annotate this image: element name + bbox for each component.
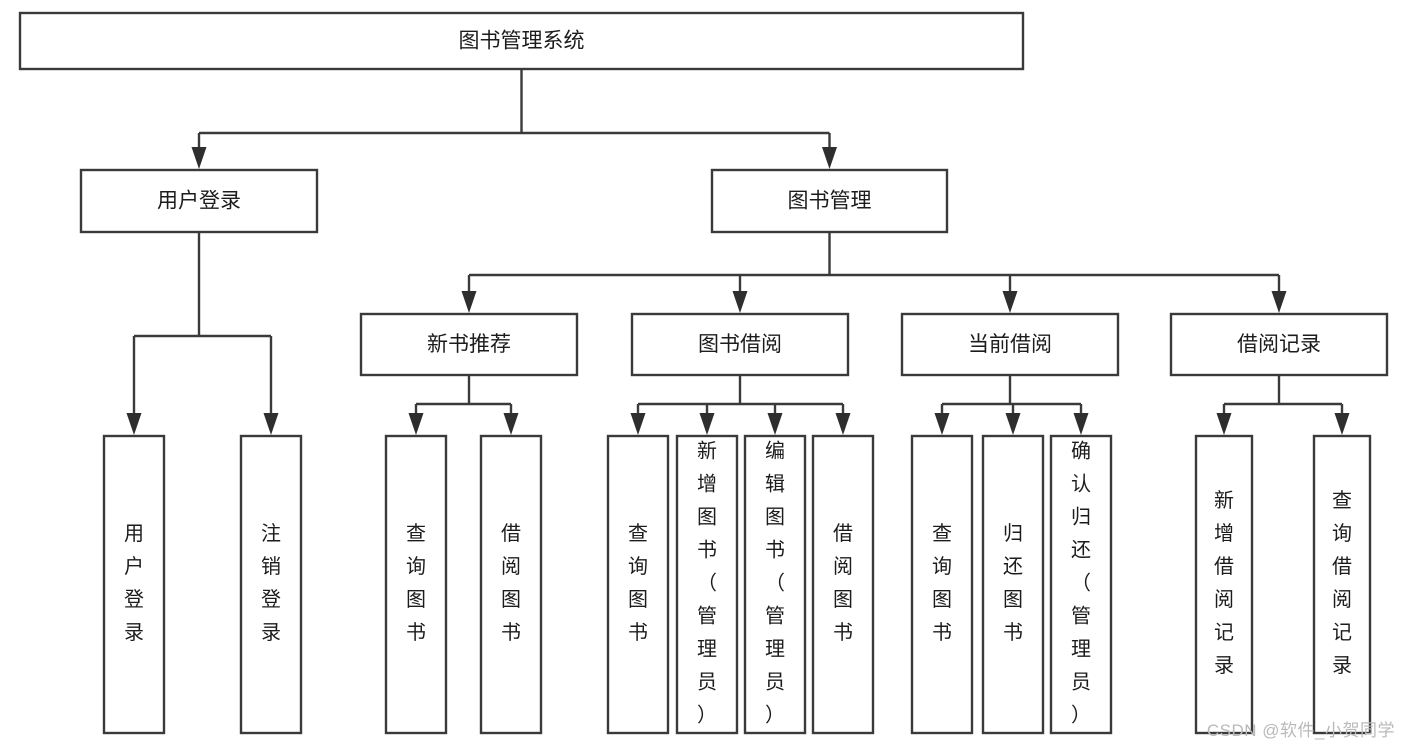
node-book-manage[interactable]: 图书管理 xyxy=(710,168,949,234)
node-current-borrow[interactable]: 当前借阅 xyxy=(900,312,1120,377)
arrow-head-leaf-rec-borrow xyxy=(503,413,519,435)
node-label-current-borrow: 当前借阅 xyxy=(968,333,1052,356)
node-borrow-record[interactable]: 借阅记录 xyxy=(1169,312,1389,377)
node-label-new-book-rec: 新书推荐 xyxy=(427,333,511,356)
connector-book-manage xyxy=(461,232,1287,313)
arrow-head-leaf-bb-edit xyxy=(767,413,783,435)
node-box-leaf-bb-add[interactable] xyxy=(675,434,739,735)
node-leaf-cb-query[interactable]: 查询图书 xyxy=(910,434,974,735)
node-box-leaf-logout[interactable] xyxy=(239,434,303,735)
node-label-leaf-cb-query: 查询图书 xyxy=(932,522,952,644)
node-leaf-rec-query[interactable]: 查询图书 xyxy=(384,434,448,735)
node-label-leaf-cb-return: 归还图书 xyxy=(1003,522,1023,644)
connector-borrow-record xyxy=(1216,375,1350,435)
node-label-leaf-rec-query: 查询图书 xyxy=(406,522,426,644)
node-label-leaf-user-login: 用户登录 xyxy=(124,523,144,644)
arrow-head-leaf-bb-query xyxy=(630,413,646,435)
node-leaf-br-add[interactable]: 新增借阅记录 xyxy=(1194,434,1254,735)
node-layer: 图书管理系统用户登录图书管理新书推荐图书借阅当前借阅借阅记录用户登录注销登录查询… xyxy=(18,11,1389,735)
arrow-head-book-manage xyxy=(822,147,837,169)
node-label-root: 图书管理系统 xyxy=(459,30,585,53)
node-box-book-borrow[interactable] xyxy=(630,312,850,377)
arrow-head-leaf-br-query xyxy=(1334,413,1350,435)
node-leaf-bb-edit[interactable]: 编辑图书（管理员） xyxy=(743,434,807,735)
node-label-borrow-record: 借阅记录 xyxy=(1237,333,1321,356)
arrow-head-leaf-rec-query xyxy=(408,413,424,435)
node-user-login[interactable]: 用户登录 xyxy=(79,168,319,234)
connector-new-book-rec xyxy=(408,375,519,435)
node-new-book-rec[interactable]: 新书推荐 xyxy=(359,312,579,377)
node-box-book-manage[interactable] xyxy=(710,168,949,234)
arrow-head-leaf-bb-add xyxy=(699,413,715,435)
node-leaf-user-login[interactable]: 用户登录 xyxy=(102,434,166,735)
node-label-leaf-bb-query: 查询图书 xyxy=(628,522,648,644)
connector-current-borrow xyxy=(934,375,1089,435)
connector-book-borrow xyxy=(630,375,851,435)
node-label-leaf-bb-edit: 编辑图书（管理员） xyxy=(765,440,785,727)
node-box-leaf-bb-query[interactable] xyxy=(606,434,670,735)
node-label-leaf-cb-confirm: 确认归还（管理员） xyxy=(1071,440,1091,727)
node-leaf-bb-query[interactable]: 查询图书 xyxy=(606,434,670,735)
node-label-leaf-br-query: 查询借阅记录 xyxy=(1332,489,1352,677)
node-root[interactable]: 图书管理系统 xyxy=(18,11,1025,71)
arrow-head-borrow-record xyxy=(1271,291,1287,313)
node-box-leaf-bb-edit[interactable] xyxy=(743,434,807,735)
node-leaf-cb-return[interactable]: 归还图书 xyxy=(981,434,1045,735)
node-leaf-br-query[interactable]: 查询借阅记录 xyxy=(1312,434,1372,735)
node-label-leaf-bb-borrow: 借阅图书 xyxy=(833,522,853,644)
arrow-head-leaf-bb-borrow xyxy=(835,413,851,435)
arrow-head-leaf-cb-confirm xyxy=(1073,413,1089,435)
arrow-head-leaf-cb-query xyxy=(934,413,950,435)
arrow-head-leaf-cb-return xyxy=(1005,413,1021,435)
node-leaf-cb-confirm[interactable]: 确认归还（管理员） xyxy=(1049,434,1113,735)
node-box-user-login[interactable] xyxy=(79,168,319,234)
node-box-leaf-rec-query[interactable] xyxy=(384,434,448,735)
node-label-book-manage: 图书管理 xyxy=(788,190,872,213)
connector-user-login xyxy=(126,232,279,435)
arrow-head-leaf-logout xyxy=(263,413,279,435)
node-box-leaf-cb-return[interactable] xyxy=(981,434,1045,735)
node-box-leaf-cb-query[interactable] xyxy=(910,434,974,735)
node-label-leaf-logout: 注销登录 xyxy=(261,522,281,644)
node-label-leaf-rec-borrow: 借阅图书 xyxy=(501,522,521,644)
node-box-leaf-user-login[interactable] xyxy=(102,434,166,735)
node-box-root[interactable] xyxy=(18,11,1025,71)
node-box-leaf-bb-borrow[interactable] xyxy=(811,434,875,735)
node-leaf-bb-borrow[interactable]: 借阅图书 xyxy=(811,434,875,735)
node-box-leaf-rec-borrow[interactable] xyxy=(479,434,543,735)
connector-root xyxy=(191,69,837,169)
node-leaf-logout[interactable]: 注销登录 xyxy=(239,434,303,735)
arrow-head-user-login xyxy=(191,147,207,169)
node-label-leaf-br-add: 新增借阅记录 xyxy=(1214,489,1234,677)
node-label-user-login: 用户登录 xyxy=(157,190,241,213)
arrow-head-leaf-user-login xyxy=(126,413,142,435)
arrow-head-new-book-rec xyxy=(461,291,477,313)
connector-layer xyxy=(126,69,1350,435)
node-leaf-bb-add[interactable]: 新增图书（管理员） xyxy=(675,434,739,735)
node-box-leaf-br-add[interactable] xyxy=(1194,434,1254,735)
node-box-leaf-cb-confirm[interactable] xyxy=(1049,434,1113,735)
node-box-leaf-br-query[interactable] xyxy=(1312,434,1372,735)
node-box-new-book-rec[interactable] xyxy=(359,312,579,377)
node-box-current-borrow[interactable] xyxy=(900,312,1120,377)
node-leaf-rec-borrow[interactable]: 借阅图书 xyxy=(479,434,543,735)
arrow-head-leaf-br-add xyxy=(1216,413,1232,435)
node-label-book-borrow: 图书借阅 xyxy=(698,333,782,356)
arrow-head-current-borrow xyxy=(1002,291,1018,313)
node-book-borrow[interactable]: 图书借阅 xyxy=(630,312,850,377)
node-label-leaf-bb-add: 新增图书（管理员） xyxy=(697,440,717,727)
arrow-head-book-borrow xyxy=(732,291,748,313)
node-box-borrow-record[interactable] xyxy=(1169,312,1389,377)
